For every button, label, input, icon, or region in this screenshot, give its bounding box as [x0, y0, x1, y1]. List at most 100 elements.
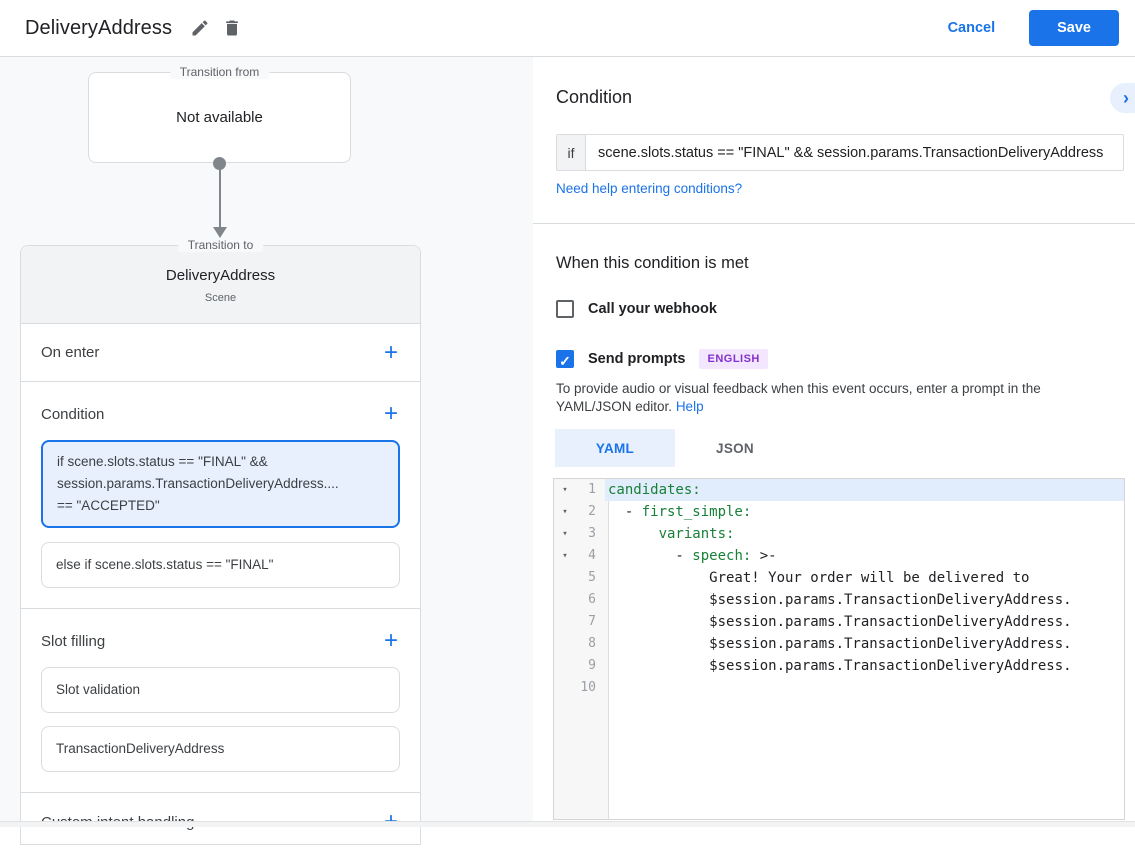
if-prefix-label: if	[557, 135, 586, 170]
scene-type: Scene	[204, 292, 237, 304]
condition-card[interactable]: else if scene.slots.status == "FINAL"	[41, 542, 400, 588]
transition-from-box: Transition from Not available	[88, 65, 351, 163]
condition-label: Condition	[41, 405, 105, 423]
code-text[interactable]	[605, 677, 1124, 699]
condition-expression-row: if scene.slots.status == "FINAL" && sess…	[556, 134, 1124, 171]
transition-to-box: Transition to DeliveryAddress Scene On e…	[20, 238, 421, 845]
fold-arrow-icon[interactable]: ▾	[562, 485, 568, 495]
code-line[interactable]: 10	[554, 677, 1124, 699]
call-webhook-checkbox[interactable]	[556, 300, 574, 318]
line-number: 3	[588, 526, 596, 541]
fold-spacer	[554, 633, 576, 655]
horizontal-scrollbar-track[interactable]	[0, 821, 1135, 827]
condition-section: Condition + if scene.slots.status == "FI…	[21, 382, 420, 609]
code-token-plain: $session.params.TransactionDeliveryAddre…	[608, 658, 1072, 674]
code-line[interactable]: 7 $session.params.TransactionDeliveryAdd…	[554, 611, 1124, 633]
transition-from-label: Transition from	[169, 65, 270, 79]
line-number: 5	[588, 570, 596, 585]
trash-icon	[226, 20, 238, 36]
code-text[interactable]: - first_simple:	[605, 501, 1124, 523]
code-line[interactable]: 9 $session.params.TransactionDeliveryAdd…	[554, 655, 1124, 677]
code-token-plain: $session.params.TransactionDeliveryAddre…	[608, 592, 1072, 608]
code-line[interactable]: 5 Great! Your order will be delivered to	[554, 567, 1124, 589]
code-token-plain: >-	[751, 548, 777, 564]
edit-title-button[interactable]	[184, 12, 216, 44]
code-line[interactable]: ▾ 3 variants:	[554, 523, 1124, 545]
condition-detail-panel: Condition › if scene.slots.status == "FI…	[533, 57, 1135, 827]
condition-panel-heading: Condition	[556, 87, 633, 107]
send-prompts-checkbox[interactable]: ✓	[556, 350, 574, 369]
slot-filling-label: Slot filling	[41, 632, 106, 650]
scene-name: DeliveryAddress	[165, 267, 276, 284]
line-number: 1	[588, 482, 596, 497]
tab-yaml[interactable]: YAML	[555, 429, 675, 467]
line-number: 9	[588, 658, 596, 673]
panel-divider	[533, 223, 1135, 224]
code-line[interactable]: ▾ 4 - speech: >-	[554, 545, 1124, 567]
code-token-plain: $session.params.TransactionDeliveryAddre…	[608, 636, 1072, 652]
add-condition-button[interactable]: +	[383, 400, 398, 427]
fold-arrow-icon[interactable]: ▾	[562, 529, 568, 539]
code-text[interactable]: $session.params.TransactionDeliveryAddre…	[605, 589, 1124, 611]
language-badge: ENGLISH	[699, 349, 768, 369]
code-token-key: speech:	[692, 548, 752, 564]
fold-spacer	[554, 567, 576, 589]
help-link[interactable]: Help	[675, 399, 704, 414]
topbar: DeliveryAddress Cancel Save	[0, 0, 1135, 57]
code-text[interactable]: $session.params.TransactionDeliveryAddre…	[605, 611, 1124, 633]
prompt-hint-text: To provide audio or visual feedback when…	[556, 381, 1041, 414]
slot-card[interactable]: TransactionDeliveryAddress	[41, 726, 400, 772]
code-token-plain	[608, 526, 659, 542]
arrow-down-icon	[213, 227, 227, 238]
condition-card-selected[interactable]: if scene.slots.status == "FINAL" && sess…	[41, 440, 400, 528]
code-text[interactable]: Great! Your order will be delivered to	[605, 567, 1124, 589]
line-number: 6	[588, 592, 596, 607]
code-text[interactable]: $session.params.TransactionDeliveryAddre…	[605, 655, 1124, 677]
transition-to-label: Transition to	[177, 238, 264, 252]
scene-header[interactable]: DeliveryAddress Scene	[21, 246, 420, 324]
condition-help-link[interactable]: Need help entering conditions?	[556, 181, 743, 196]
fold-arrow-icon[interactable]: ▾	[562, 551, 568, 561]
send-prompts-row: ✓ Send prompts ENGLISH	[556, 349, 768, 369]
code-token-plain: $session.params.TransactionDeliveryAddre…	[608, 614, 1072, 630]
fold-spacer	[554, 677, 576, 699]
code-line[interactable]: 8 $session.params.TransactionDeliveryAdd…	[554, 633, 1124, 655]
fold-spacer	[554, 655, 576, 677]
prompt-hint: To provide audio or visual feedback when…	[556, 380, 1116, 416]
fold-spacer	[554, 611, 576, 633]
code-line[interactable]: ▾2 - first_simple:	[554, 501, 1124, 523]
code-token-plain: Great! Your order will be delivered to	[608, 570, 1030, 586]
add-on-enter-button[interactable]: +	[383, 338, 398, 366]
fold-arrow-icon[interactable]: ▾	[562, 507, 568, 517]
scene-graph-area: Transition from Not available Transition…	[0, 57, 533, 845]
tab-json[interactable]: JSON	[675, 429, 795, 467]
code-line[interactable]: ▾ 1 candidates:	[554, 479, 1124, 501]
cancel-button[interactable]: Cancel	[932, 12, 1012, 44]
connector-line	[219, 169, 221, 227]
code-text[interactable]: candidates:	[605, 479, 1124, 501]
add-slot-button[interactable]: +	[383, 627, 398, 654]
code-text[interactable]: - speech: >-	[605, 545, 1124, 567]
line-number: 10	[580, 680, 596, 695]
code-token-key: first_simple:	[641, 504, 752, 520]
delete-scene-button[interactable]	[216, 12, 248, 44]
collapse-panel-button[interactable]: ›	[1110, 83, 1135, 113]
slot-validation-card[interactable]: Slot validation	[41, 667, 400, 713]
code-line[interactable]: 6 $session.params.TransactionDeliveryAdd…	[554, 589, 1124, 611]
code-token-key: variants:	[658, 526, 735, 542]
topbar-actions: Cancel Save	[932, 10, 1119, 46]
save-button[interactable]: Save	[1029, 10, 1119, 46]
line-number: 4	[588, 548, 596, 563]
code-text[interactable]: variants:	[605, 523, 1124, 545]
chevron-right-icon: ›	[1123, 87, 1129, 108]
code-token-key: candidates:	[608, 482, 701, 498]
line-number: 7	[588, 614, 596, 629]
code-text[interactable]: $session.params.TransactionDeliveryAddre…	[605, 633, 1124, 655]
code-token-plain: -	[608, 504, 642, 520]
line-number: 8	[588, 636, 596, 651]
call-webhook-label: Call your webhook	[588, 301, 717, 317]
transition-from-content: Not available	[176, 109, 263, 126]
condition-expression-input[interactable]: scene.slots.status == "FINAL" && session…	[598, 144, 1104, 161]
